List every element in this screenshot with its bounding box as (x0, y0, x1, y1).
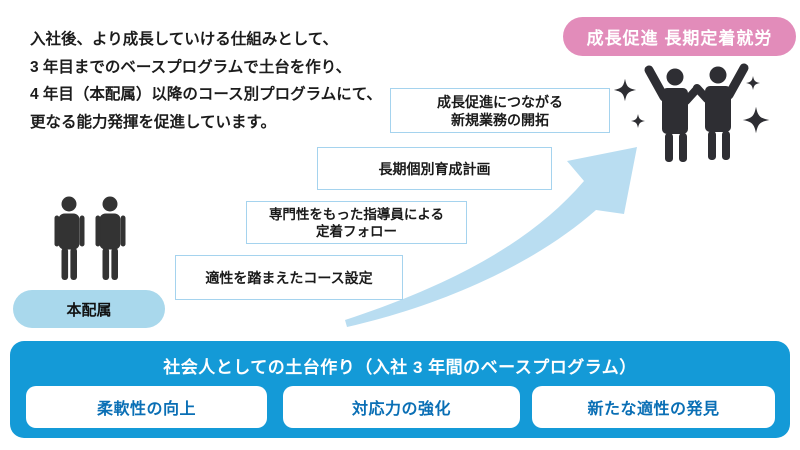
assignment-badge-label: 本配属 (66, 301, 112, 319)
assignment-badge: 本配属 (13, 290, 165, 328)
base-program-item-flexibility: 柔軟性の向上 (26, 386, 267, 428)
base-program-item-new-aptitude: 新たな適性の発見 (532, 386, 775, 428)
step-box-course-setting: 適性を踏まえたコース設定 (175, 255, 403, 300)
intro-line: 4 年目（本配属）以降のコース別プログラムにて、 (30, 86, 382, 103)
cheering-person-icon (644, 65, 700, 162)
base-item-label: 柔軟性の向上 (96, 401, 196, 418)
intro-line: 入社後、より成長していける仕組みとして、 (30, 31, 338, 48)
celebration-icon (613, 63, 770, 162)
step-label-line: 新規業務の開拓 (451, 111, 549, 128)
cheering-person-icon (693, 63, 749, 160)
base-program-bar: 社会人としての土台作り（入社 3 年間のベースプログラム） 柔軟性の向上 対応力… (10, 341, 790, 438)
intro-line: 3 年目までのベースプログラムで土台を作り、 (30, 58, 352, 76)
step-label-line: 専門性をもった指導員による (268, 206, 445, 222)
goal-badge: 成長促進 長期定着就労 (563, 17, 796, 56)
step-label-line: 成長促進につながる (437, 93, 563, 110)
step-label-line: 定着フォロー (316, 223, 397, 239)
step-label-line: 適性を踏まえたコース設定 (205, 269, 373, 286)
standing-person-icon (95, 196, 126, 280)
goal-badge-label: 成長促進 長期定着就労 (586, 29, 773, 48)
step-box-new-business: 成長促進につながる 新規業務の開拓 (390, 88, 610, 133)
standing-person-icon (54, 196, 85, 280)
step-label-line: 長期個別育成計画 (378, 160, 491, 177)
employees-icon (54, 196, 126, 280)
base-program-item-adaptability: 対応力の強化 (283, 386, 520, 428)
intro-paragraph: 入社後、より成長していける仕組みとして、 3 年目までのベースプログラムで土台を… (30, 26, 400, 136)
step-box-mentor-follow: 専門性をもった指導員による 定着フォロー (246, 201, 467, 244)
base-item-label: 新たな適性の発見 (587, 401, 720, 418)
sparkle-icon (613, 76, 770, 134)
base-program-title: 社会人としての土台作り（入社 3 年間のベースプログラム） (163, 358, 637, 377)
base-item-label: 対応力の強化 (351, 401, 451, 418)
step-box-long-term-plan: 長期個別育成計画 (317, 147, 552, 190)
intro-line: 更なる能力発揮を促進しています。 (30, 113, 276, 131)
